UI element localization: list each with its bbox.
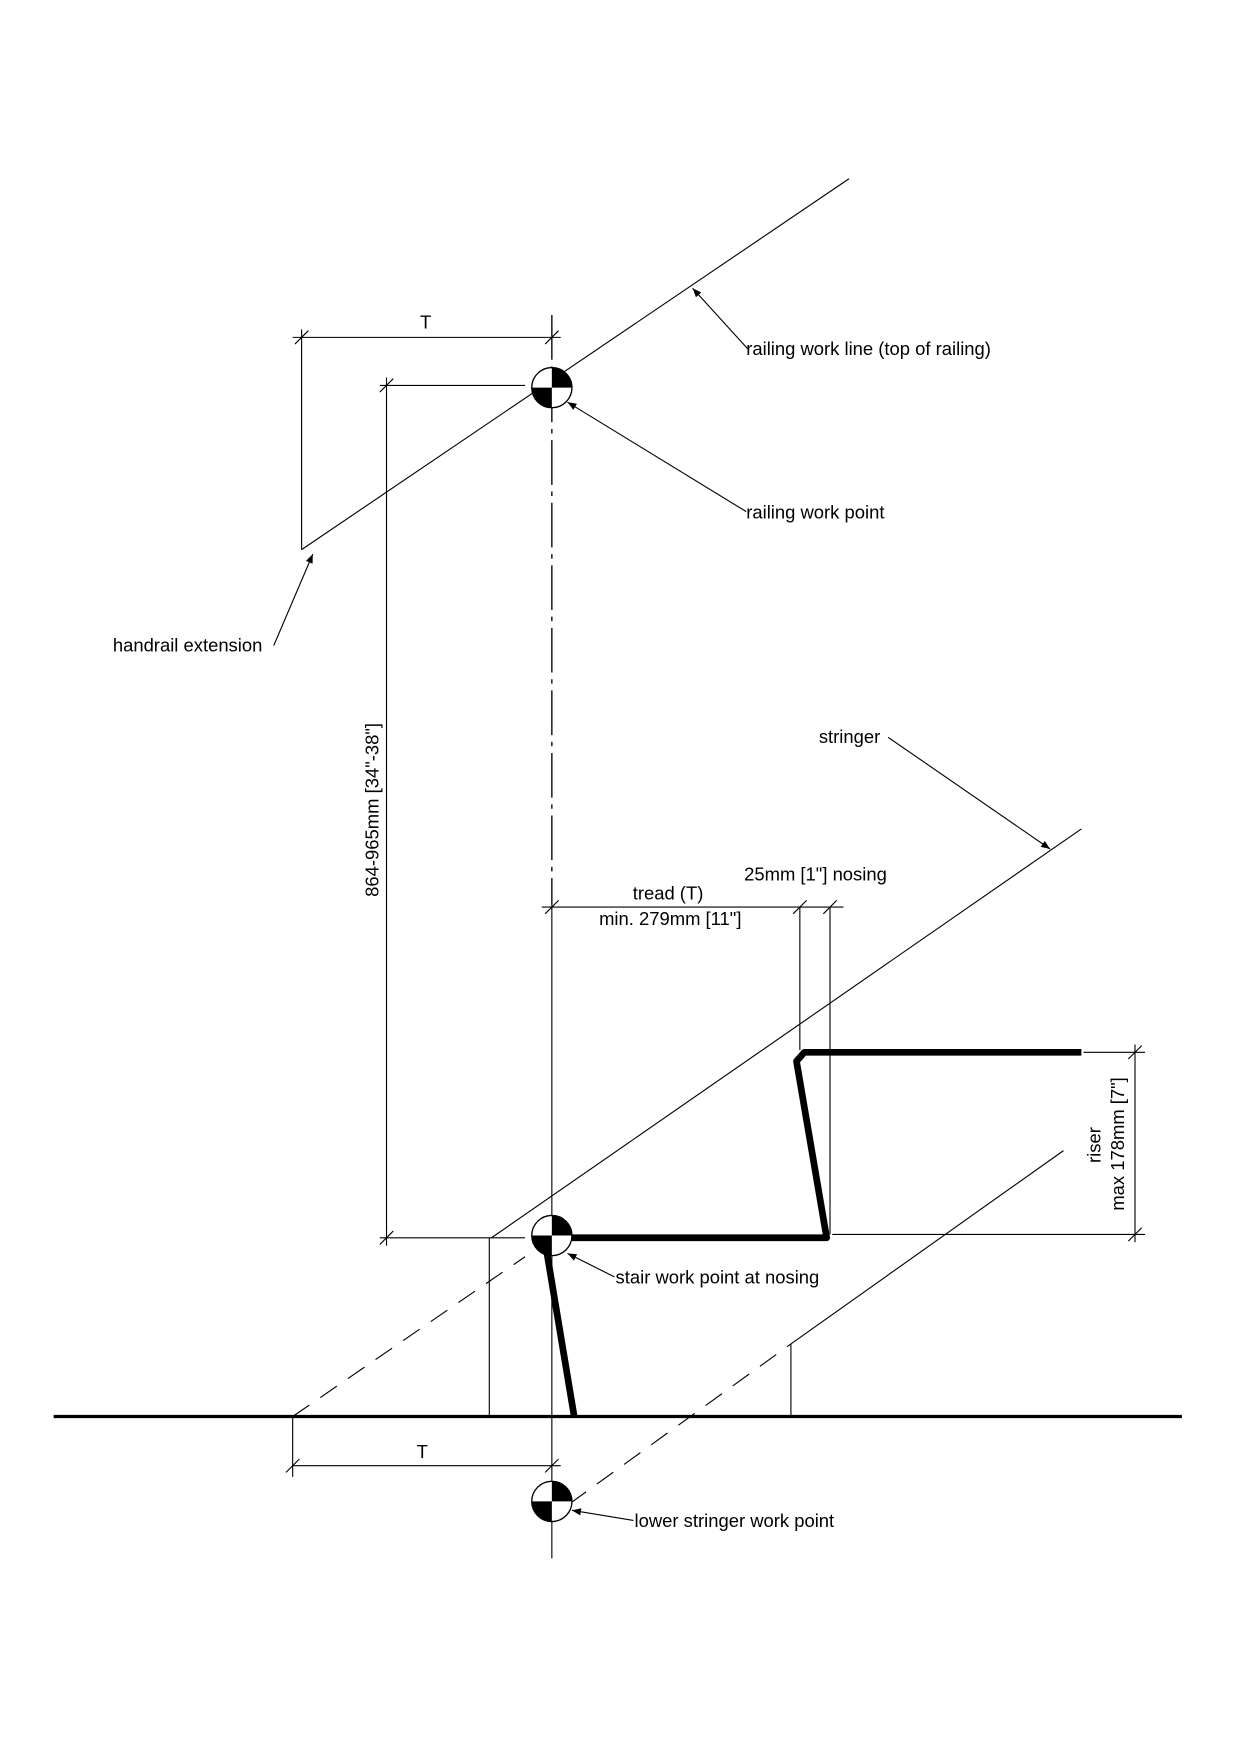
lower-stringer-work-point-label: lower stringer work point xyxy=(635,1510,835,1531)
lower-stringer-work-point-symbol xyxy=(531,1480,573,1523)
stringer-line xyxy=(491,828,1082,1239)
riser-dimension xyxy=(832,1044,1146,1243)
stair-work-point-leader xyxy=(567,1252,615,1278)
stringer-leader xyxy=(887,736,1051,850)
bottom-t-label: T xyxy=(417,1441,428,1462)
stair-work-point-symbol xyxy=(531,1214,573,1257)
railing-height-dimension xyxy=(379,377,526,1246)
railing-height-label: 864-965mm [34"-38"] xyxy=(362,723,383,897)
stair-profile xyxy=(551,1048,1082,1242)
railing-work-point-symbol xyxy=(531,366,573,409)
railing-work-point-leader xyxy=(567,401,747,513)
handrail-extension-leader xyxy=(273,553,314,646)
lower-stringer-dashed xyxy=(569,1343,792,1505)
upper-stringer-extension xyxy=(292,1256,526,1417)
riser-max-label: max 178mm [7"] xyxy=(1107,1077,1128,1210)
top-t-dimension xyxy=(292,329,561,550)
tread-min-label: min. 279mm [11"] xyxy=(599,908,741,929)
stair-work-point-label: stair work point at nosing xyxy=(616,1267,820,1288)
stringer-label: stringer xyxy=(819,726,880,747)
railing-work-point-label: railing work point xyxy=(746,501,884,522)
railing-work-line-leader xyxy=(692,287,749,351)
lower-riser xyxy=(541,1241,578,1418)
top-t-label: T xyxy=(420,311,431,332)
lower-stringer-work-point-leader xyxy=(571,1508,634,1521)
lower-stringer-line xyxy=(790,1150,1064,1345)
handrail-extension-label: handrail extension xyxy=(113,634,263,655)
railing-work-line-label: railing work line (top of railing) xyxy=(746,338,991,359)
riser-label: riser xyxy=(1083,1127,1104,1163)
railing-work-line xyxy=(301,178,850,551)
bottom-t-dimension xyxy=(285,1416,561,1477)
nosing-label: 25mm [1"] nosing xyxy=(744,863,887,884)
tread-label: tread (T) xyxy=(633,882,704,903)
tread-dimension xyxy=(541,900,844,1235)
